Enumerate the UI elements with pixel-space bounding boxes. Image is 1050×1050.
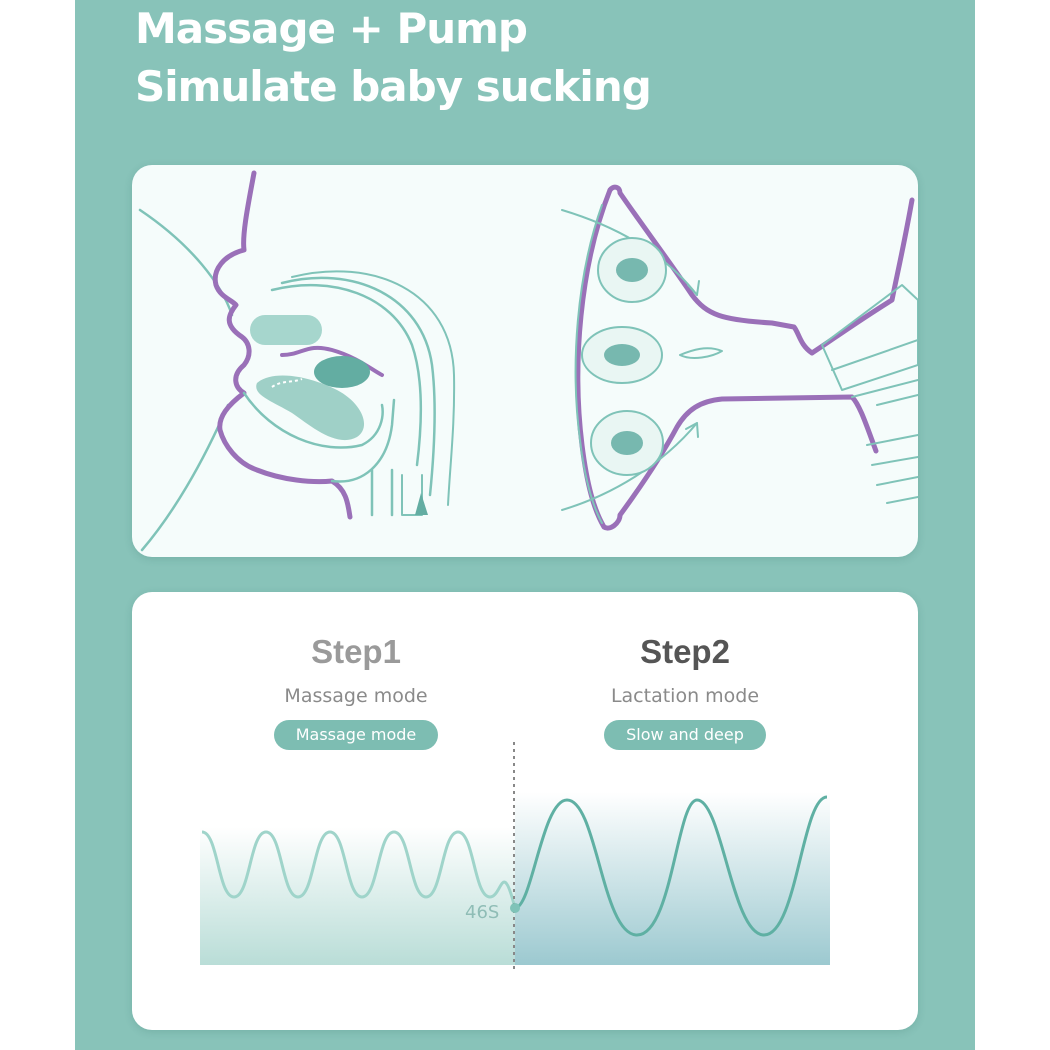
steps-card: Step1 Massage mode Massage mode Step2 La… <box>132 592 918 1030</box>
transition-marker-dot <box>510 903 520 913</box>
step-2-mode: Lactation mode <box>610 685 760 707</box>
step-1: Step1 Massage mode Massage mode <box>226 632 486 750</box>
tongue-shapes <box>250 315 428 515</box>
step-1-pill: Massage mode <box>273 720 439 750</box>
lactation-wave-line <box>514 795 828 937</box>
baby-mouth-illustration <box>138 170 456 552</box>
massage-point-icons <box>581 237 667 476</box>
illustration-card <box>132 165 918 557</box>
step-1-title: Step1 <box>311 633 401 670</box>
massage-wave-line <box>201 830 517 909</box>
step-2-title: Step2 <box>640 633 730 670</box>
headline-line-1: Massage + Pump <box>135 4 528 53</box>
step-2-pill: Slow and deep <box>604 720 766 750</box>
time-marker-label: 46S <box>465 902 500 923</box>
breastfeeding-vs-pump-illustration <box>138 170 918 552</box>
lactation-phase-area <box>515 792 830 965</box>
headline-line-2: Simulate baby sucking <box>135 62 652 111</box>
suction-waveform <box>200 742 830 972</box>
step-2: Step2 Lactation mode Slow and deep <box>555 632 815 750</box>
step-1-mode: Massage mode <box>284 685 428 707</box>
